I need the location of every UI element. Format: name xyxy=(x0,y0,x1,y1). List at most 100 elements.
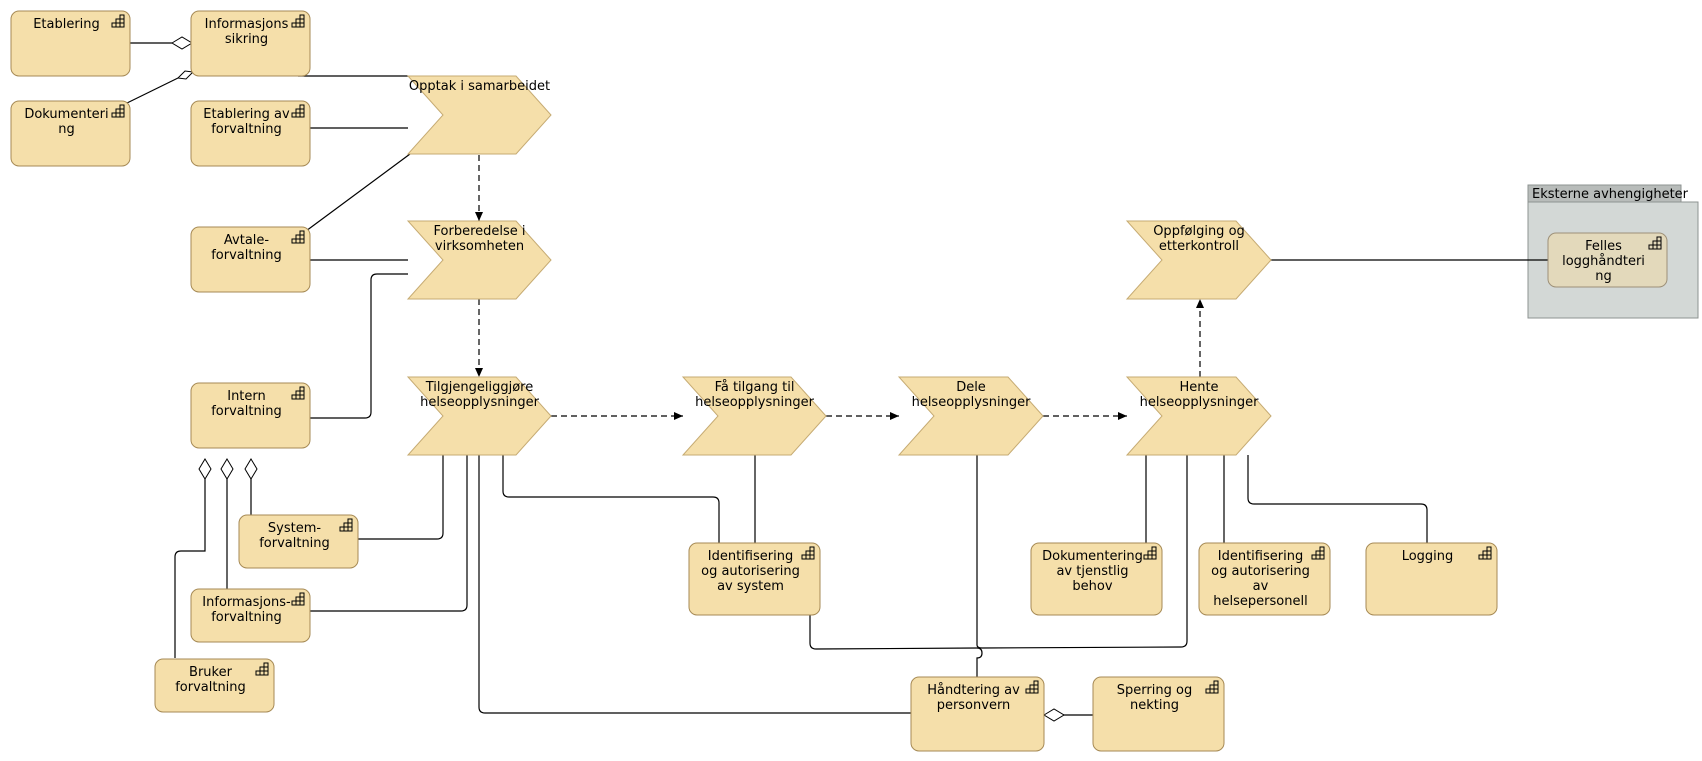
function-label: Identifisering xyxy=(1218,549,1303,564)
function-label: ng xyxy=(1595,269,1612,284)
function-box xyxy=(190,382,311,449)
function-label: forvaltning xyxy=(211,610,282,625)
function-box xyxy=(1365,542,1498,616)
function-icon xyxy=(801,546,815,560)
value-stage-label: Få tilgang til xyxy=(715,380,795,395)
value-stage-opptak[interactable]: Opptak i samarbeidet xyxy=(406,75,552,155)
value-stage-label: helseopplysninger xyxy=(695,395,814,410)
function-label: helsepersonell xyxy=(1213,594,1307,609)
function-label: forvaltning xyxy=(211,404,282,419)
function-label: Håndtering av xyxy=(927,683,1020,698)
function-logging[interactable]: Logging xyxy=(1365,542,1498,616)
function-label: Avtale- xyxy=(224,233,269,248)
function-icon xyxy=(1478,546,1492,560)
function-box xyxy=(1092,676,1225,752)
function-icon xyxy=(291,230,305,244)
function-box xyxy=(190,226,311,293)
value-stage-label: Oppfølging og xyxy=(1153,224,1245,239)
value-stage-label: Dele xyxy=(956,380,986,395)
function-icon xyxy=(339,518,353,532)
function-label: Logging xyxy=(1402,549,1454,564)
function-icon xyxy=(291,104,305,118)
function-label: ng xyxy=(58,122,75,137)
function-label: forvaltning xyxy=(175,680,246,695)
function-label: av xyxy=(1253,579,1269,594)
function-icon xyxy=(291,14,305,28)
function-label: forvaltning xyxy=(211,248,282,263)
function-box xyxy=(10,10,131,77)
function-box xyxy=(190,100,311,167)
function-label: av tjenstlig xyxy=(1056,564,1128,579)
function-label: Identifisering xyxy=(708,549,793,564)
function-icon xyxy=(1205,680,1219,694)
value-stage-shape xyxy=(897,376,1044,456)
function-box xyxy=(1030,542,1163,616)
function-label: personvern xyxy=(937,698,1011,713)
value-stage-label: Tilgjengeliggjøre xyxy=(425,380,533,395)
value-stage-shape xyxy=(1125,376,1272,456)
function-icon xyxy=(291,592,305,606)
value-stage-shape xyxy=(681,376,827,456)
function-label: System- xyxy=(268,521,321,536)
function-label: Informasjons xyxy=(205,17,289,32)
function-box xyxy=(910,676,1045,752)
function-box xyxy=(154,658,275,713)
function-label: og autorisering xyxy=(701,564,800,579)
functions: Etablering InformasjonssikringDokumenteri… xyxy=(10,10,1668,752)
function-label: Dokumenteri xyxy=(24,107,108,122)
function-systemforvaltning[interactable]: System-forvaltning xyxy=(238,514,359,569)
value-stage-shape xyxy=(406,75,552,155)
function-label: og autorisering xyxy=(1211,564,1310,579)
function-icon xyxy=(111,104,125,118)
function-label: sikring xyxy=(225,32,268,47)
function-box xyxy=(190,10,311,77)
value-stage-shape xyxy=(1125,220,1272,300)
function-label: Felles xyxy=(1585,239,1622,254)
group-header xyxy=(1527,184,1682,203)
function-icon xyxy=(111,14,125,28)
function-label: Informasjons- xyxy=(202,595,291,610)
function-informasjonsforvaltning[interactable]: Informasjons-forvaltning xyxy=(190,588,311,643)
function-dokumentering[interactable]: Dokumentering xyxy=(10,100,131,167)
value-stage-label: Forberedelse i xyxy=(434,224,526,239)
function-label: forvaltning xyxy=(259,536,330,551)
function-label: logghåndteri xyxy=(1562,254,1645,269)
function-icon xyxy=(255,662,269,676)
function-label: Dokumentering xyxy=(1042,549,1143,564)
function-label: Intern xyxy=(227,389,266,404)
function-label: Etablering xyxy=(33,17,100,32)
group-label: Eksterne avhengigheter xyxy=(1532,187,1689,202)
function-box xyxy=(190,588,311,643)
function-icon xyxy=(1311,546,1325,560)
function-box xyxy=(688,542,821,616)
function-box xyxy=(10,100,131,167)
function-label: forvaltning xyxy=(211,122,282,137)
value-stage-label: helseopplysninger xyxy=(912,395,1031,410)
function-label: Etablering av xyxy=(203,107,290,122)
value-stage-label: Opptak i samarbeidet xyxy=(409,79,550,94)
function-box xyxy=(238,514,359,569)
function-icon xyxy=(291,386,305,400)
function-icon xyxy=(1025,680,1039,694)
function-etablering[interactable]: Etablering xyxy=(10,10,131,77)
function-avtaleforvaltning[interactable]: Avtale-forvaltning xyxy=(190,226,311,293)
function-icon xyxy=(1143,546,1157,560)
